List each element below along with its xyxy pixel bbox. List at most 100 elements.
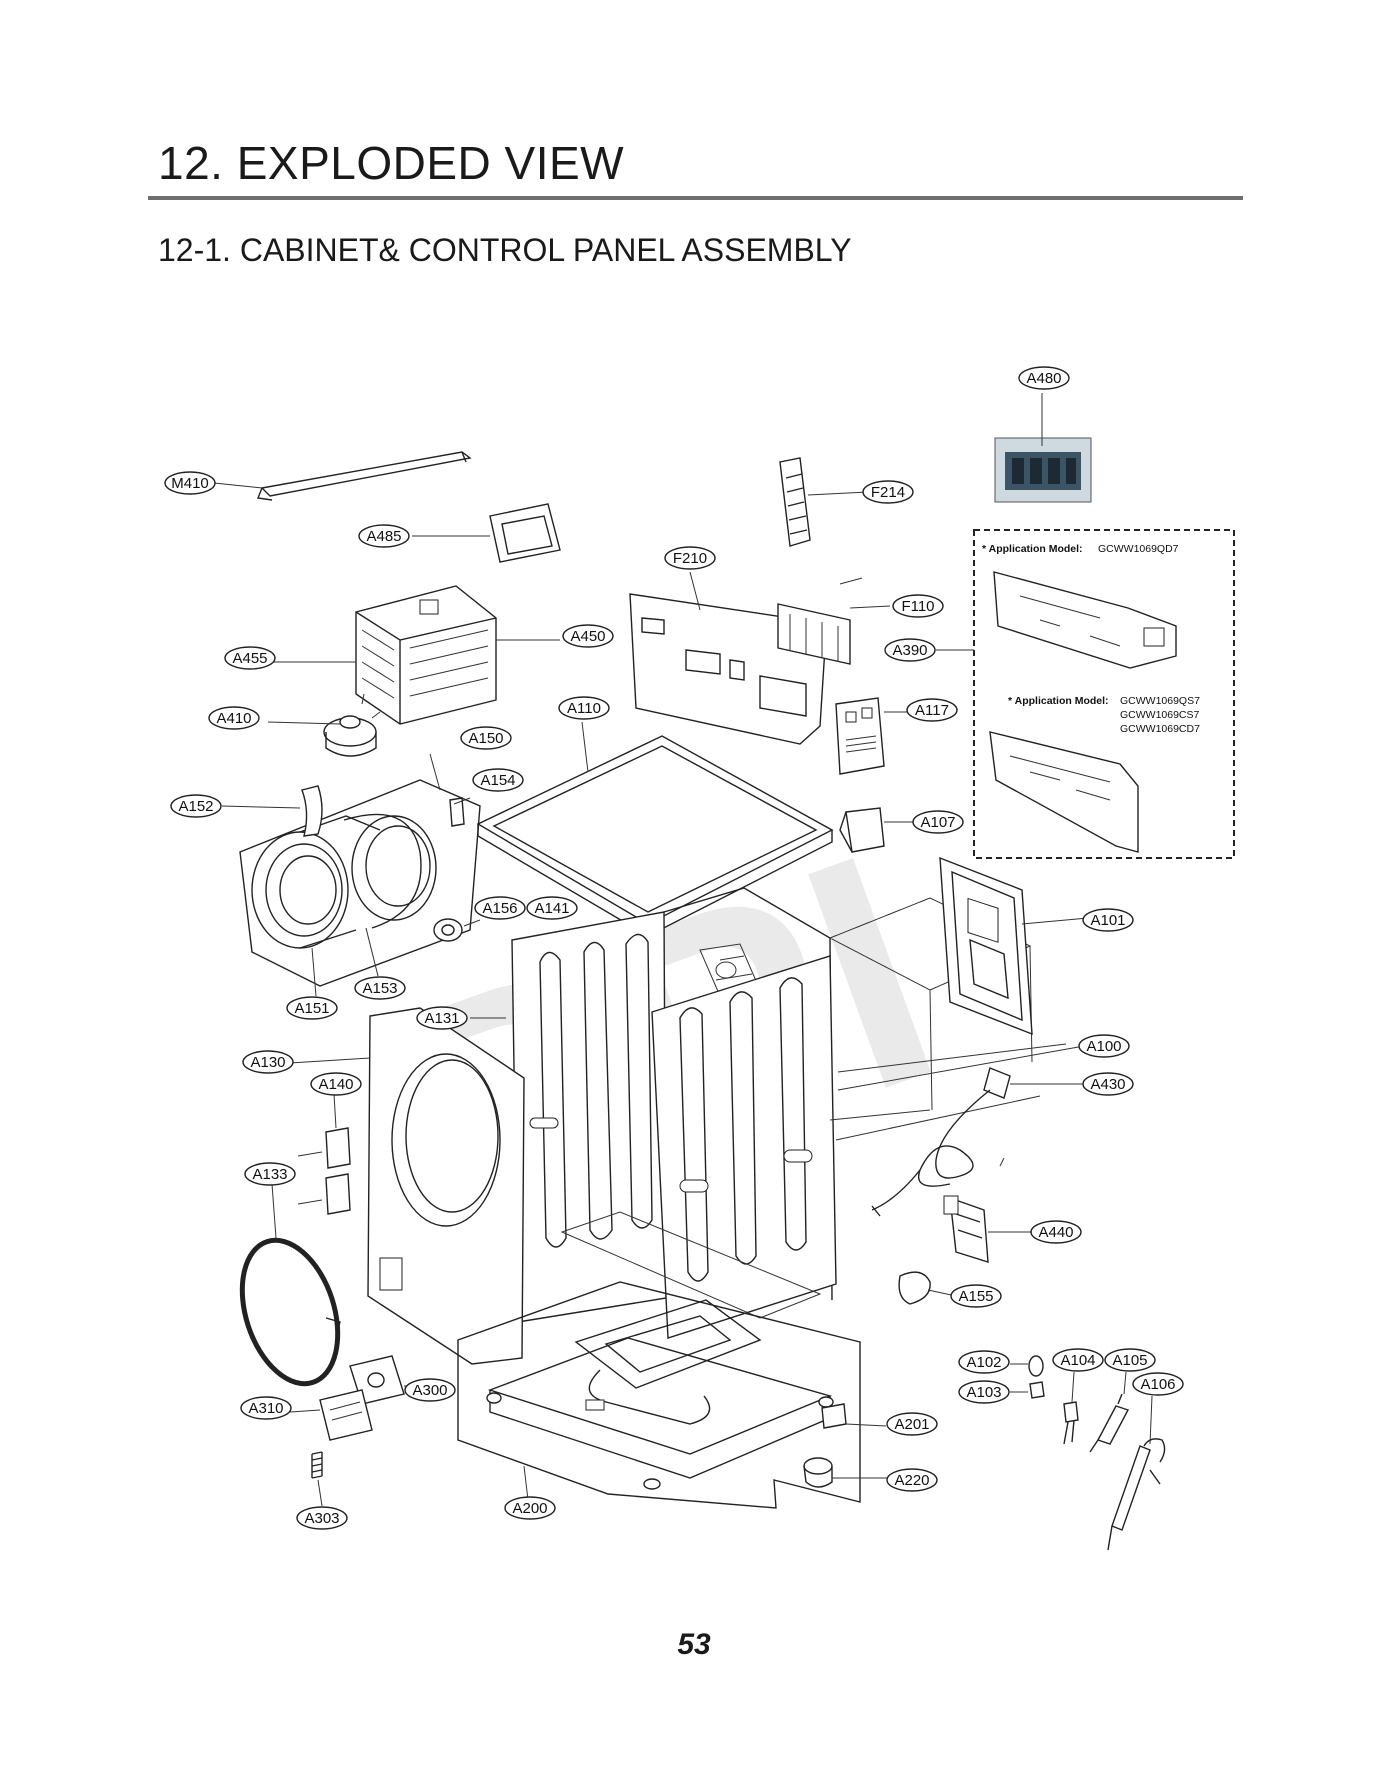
callout-a152: A152 — [170, 794, 222, 818]
callout-label: A390 — [892, 642, 927, 659]
callout-a303: A303 — [296, 1506, 348, 1530]
note2-model-1: GCWW1069QS7 — [1120, 695, 1200, 707]
callout-label: A303 — [304, 1510, 339, 1527]
callout-a102: A102 — [958, 1350, 1010, 1374]
part-f214 — [779, 457, 869, 547]
callout-label: A107 — [920, 814, 955, 831]
title-rule — [148, 196, 1243, 200]
callout-label: A310 — [248, 1400, 283, 1417]
callout-a100: A100 — [1078, 1034, 1130, 1058]
part-a133 — [239, 1183, 341, 1387]
callout-a480: A480 — [1018, 366, 1070, 390]
callout-label: A110 — [567, 700, 601, 717]
callout-label: A141 — [534, 900, 569, 917]
callout-label: A104 — [1060, 1352, 1095, 1369]
callout-label: A105 — [1112, 1352, 1147, 1369]
callout-f110: F110 — [892, 594, 944, 618]
callout-a153: A153 — [354, 976, 406, 1000]
callout-a154: A154 — [472, 768, 524, 792]
callout-label: A201 — [894, 1416, 929, 1433]
part-a101 — [939, 856, 1089, 1036]
part-a410 — [267, 693, 381, 757]
callout-a430: A430 — [1082, 1072, 1134, 1096]
callout-label: A103 — [966, 1384, 1001, 1401]
part-a105 — [1089, 1371, 1130, 1453]
callout-label: A155 — [958, 1288, 993, 1305]
callout-label: A106 — [1140, 1376, 1175, 1393]
part-a220 — [803, 1457, 888, 1488]
callout-a390: A390 — [884, 638, 936, 662]
callout-label: F110 — [901, 598, 934, 615]
part-a480 — [994, 393, 1092, 503]
callout-a200: A200 — [504, 1496, 556, 1520]
callout-a140: A140 — [310, 1072, 362, 1096]
callout-a300: A300 — [404, 1378, 456, 1402]
callout-label: A440 — [1038, 1224, 1073, 1241]
callout-a440: A440 — [1030, 1220, 1082, 1244]
callout-a110: A110 — [558, 696, 610, 720]
part-a155 — [898, 1271, 957, 1305]
part-m410 — [213, 451, 472, 501]
part-a102-a103 — [1010, 1355, 1045, 1399]
callout-a455: A455 — [224, 646, 276, 670]
callout-a107: A107 — [912, 810, 964, 834]
part-a303 — [311, 1451, 323, 1507]
callout-label: F210 — [673, 550, 707, 567]
callout-m410: M410 — [164, 471, 216, 495]
callout-a150: A150 — [460, 726, 512, 750]
callout-label: A100 — [1086, 1038, 1121, 1055]
callout-label: A152 — [178, 798, 213, 815]
callout-a220: A220 — [886, 1468, 938, 1492]
callout-label: A200 — [512, 1500, 547, 1517]
callout-label: A220 — [894, 1472, 929, 1489]
callout-a450: A450 — [562, 624, 614, 648]
callout-label: A156 — [482, 900, 517, 917]
callout-label: A300 — [412, 1382, 447, 1399]
part-a106 — [1107, 1395, 1166, 1551]
callout-label: A485 — [366, 528, 401, 545]
part-a150-door-group — [239, 753, 481, 997]
callout-label: A430 — [1090, 1076, 1125, 1093]
callout-f210: F210 — [664, 546, 716, 570]
callout-label: A140 — [318, 1076, 353, 1093]
part-a300 — [349, 1355, 410, 1405]
part-a130 — [289, 1007, 525, 1365]
callout-a117: A117 — [906, 698, 958, 722]
callout-a133: A133 — [244, 1162, 296, 1186]
callout-a156: A156 — [474, 896, 526, 920]
callout-f214: F214 — [862, 480, 914, 504]
callout-label: A133 — [252, 1166, 287, 1183]
note2-model-3: GCWW1069CD7 — [1120, 723, 1200, 735]
part-a152 — [221, 785, 323, 837]
callout-label: F214 — [871, 484, 905, 501]
callout-label: M410 — [171, 475, 209, 492]
part-a140 — [297, 1093, 351, 1215]
callout-a106: A106 — [1132, 1372, 1184, 1396]
callout-a201: A201 — [886, 1412, 938, 1436]
callout-label: A131 — [424, 1010, 459, 1027]
callout-label: A102 — [966, 1354, 1001, 1371]
callout-label: A450 — [570, 628, 605, 645]
part-a440 — [943, 1157, 1036, 1263]
part-a455-a450 — [268, 585, 560, 725]
leader-a100 — [837, 1045, 1085, 1091]
part-a201 — [821, 1403, 887, 1429]
callout-a101: A101 — [1082, 908, 1134, 932]
callout-a410: A410 — [208, 706, 260, 730]
callout-a105: A105 — [1104, 1348, 1156, 1372]
callout-a131: A131 — [416, 1006, 468, 1030]
section-title: 12-1. CABINET& CONTROL PANEL ASSEMBLY — [158, 232, 852, 268]
part-f110 — [777, 577, 891, 665]
callout-a104: A104 — [1052, 1348, 1104, 1372]
callout-label: A151 — [294, 1000, 329, 1017]
callout-a103: A103 — [958, 1380, 1010, 1404]
callout-label: A410 — [216, 710, 251, 727]
application-box: * Application Model: GCWW1069QD7 * Appli… — [936, 529, 1235, 859]
note1-label: * Application Model: — [982, 543, 1083, 555]
part-a200-base — [457, 1281, 861, 1509]
callout-label: A480 — [1026, 370, 1061, 387]
callout-a141: A141 — [526, 896, 578, 920]
note2-label: * Application Model: — [1008, 695, 1109, 707]
part-f210 — [629, 571, 827, 745]
